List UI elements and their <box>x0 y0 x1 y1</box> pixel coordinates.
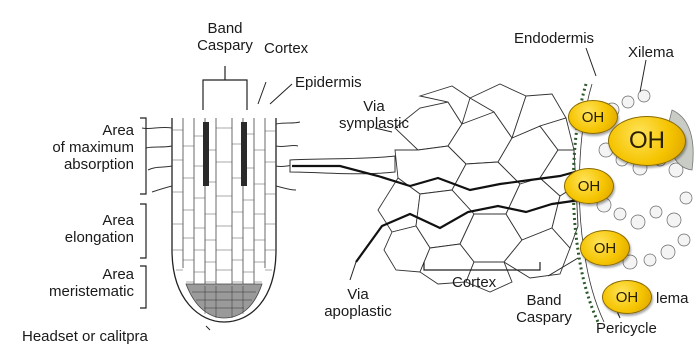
apoplastic-leader <box>350 262 356 280</box>
root-hair-extension <box>290 156 395 174</box>
oh-molecule-3: OH <box>564 168 614 204</box>
via-apoplastic-line1: Via <box>318 286 398 303</box>
band-caspary-top-line2: Caspary <box>190 37 260 54</box>
area-max-absorption-line1: Area <box>30 122 134 139</box>
oh-molecule-2: OH <box>608 116 686 166</box>
pericycle-label: Pericycle <box>596 320 657 337</box>
headset-label: Headset or calitpra <box>22 328 148 345</box>
band-caspary-bracket <box>203 80 247 110</box>
headset-leader <box>206 326 210 330</box>
oh-molecule-4: OH <box>580 230 630 266</box>
endodermis-label: Endodermis <box>514 30 594 47</box>
cortex-bottom-label: Cortex <box>452 274 496 291</box>
band-caspary-bottom-line2: Caspary <box>510 309 578 326</box>
via-symplastic-label: Via symplastic <box>336 98 412 132</box>
oh-molecule-1: OH <box>568 100 618 134</box>
caspary-band-right <box>241 122 247 186</box>
area-max-absorption-line2: of maximum <box>30 139 134 156</box>
endodermis-leader <box>586 48 596 76</box>
area-elongation-label: Area elongation <box>30 212 134 246</box>
area-meristematic-label: Area meristematic <box>14 266 134 300</box>
xilema-leader <box>640 60 646 92</box>
epidermis-leader <box>270 84 292 104</box>
area-elongation-line1: Area <box>30 212 134 229</box>
area-meristematic-line1: Area <box>14 266 134 283</box>
caspary-band-left <box>203 122 209 186</box>
band-caspary-top-label: Band Caspary <box>190 20 260 54</box>
floema-label: lema <box>656 290 689 307</box>
band-caspary-top-line1: Band <box>190 20 260 37</box>
area-max-absorption-label: Area of maximum absorption <box>30 122 134 173</box>
area-elongation-line2: elongation <box>30 229 134 246</box>
via-apoplastic-label: Via apoplastic <box>318 286 398 320</box>
band-caspary-bottom-label: Band Caspary <box>510 292 578 326</box>
area-brackets <box>140 118 146 308</box>
cortex-top-label: Cortex <box>264 40 308 57</box>
cortex-leader <box>258 82 266 104</box>
via-apoplastic-line2: apoplastic <box>318 303 398 320</box>
xilema-label: Xilema <box>628 44 674 61</box>
oh-molecule-5: OH <box>602 280 652 314</box>
via-symplastic-line2: symplastic <box>336 115 412 132</box>
band-caspary-bottom-line1: Band <box>510 292 578 309</box>
area-max-absorption-line3: absorption <box>30 156 134 173</box>
area-meristematic-line2: meristematic <box>14 283 134 300</box>
via-symplastic-line1: Via <box>336 98 412 115</box>
epidermis-label: Epidermis <box>295 74 362 91</box>
root-tip <box>140 66 300 330</box>
